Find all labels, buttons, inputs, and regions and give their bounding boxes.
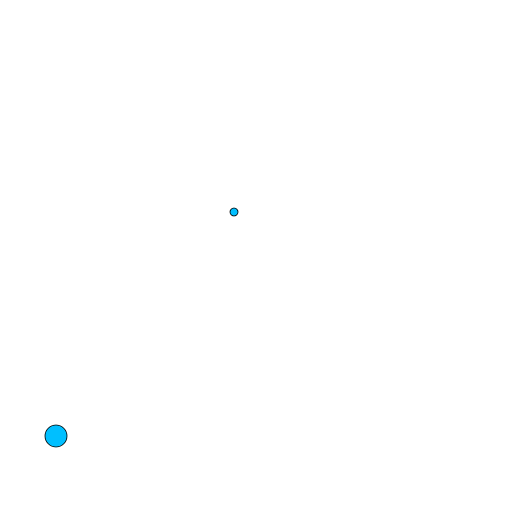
small-circle[interactable] [229,207,239,217]
large-circle[interactable] [44,424,68,448]
